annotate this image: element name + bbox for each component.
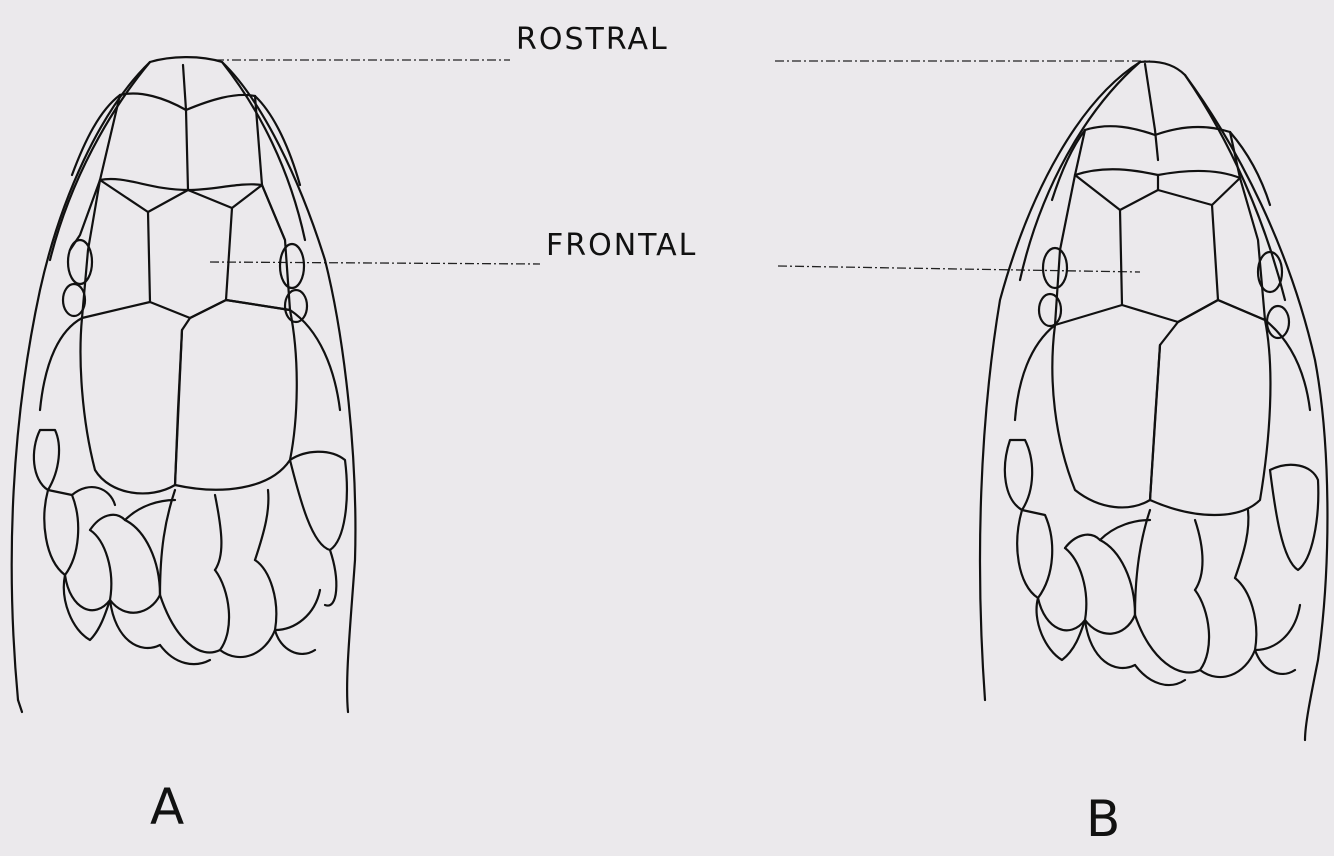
frontal-leader-right [778, 266, 1140, 272]
figure-b-label: B [1086, 790, 1120, 848]
head-a-frontal-scale [148, 190, 232, 318]
rostral-leader-lines [215, 60, 1150, 61]
head-a-outline [12, 57, 356, 712]
head-b-inner-contour-right [1185, 75, 1285, 300]
head-a-inner-contour-right [222, 62, 305, 240]
frontal-leader-left [210, 262, 540, 264]
frontal-leader-lines [210, 262, 1140, 272]
frontal-label: FRONTAL [546, 228, 697, 263]
head-a-parietals [81, 318, 190, 493]
head-a-midline-snout [183, 65, 188, 190]
snake-head-a [12, 57, 356, 712]
head-a-inner-contour [50, 62, 150, 260]
snake-head-b [980, 62, 1327, 740]
head-b-frontal-scale [1120, 190, 1218, 322]
figure-a-label: A [150, 778, 184, 836]
rostral-label: ROSTRAL [516, 22, 669, 57]
head-b-outline [980, 62, 1327, 740]
head-b-inner-contour [1020, 62, 1140, 280]
